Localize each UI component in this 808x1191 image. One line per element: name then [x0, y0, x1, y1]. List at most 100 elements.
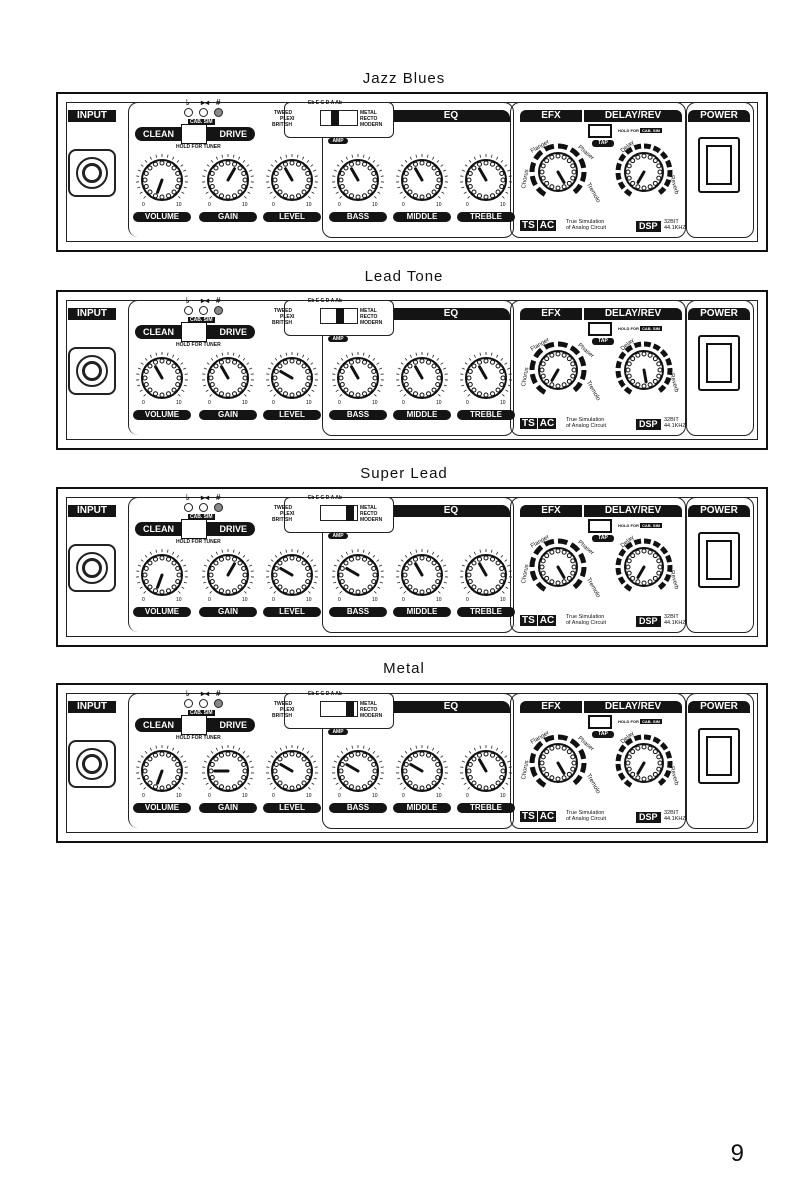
clean-drive-button[interactable]	[181, 715, 207, 735]
clean-drive-button[interactable]	[181, 124, 207, 144]
hold-for-label: HOLD FOR CAB. SIM	[618, 719, 663, 724]
svg-text:10: 10	[306, 597, 312, 603]
gain-label: GAIN	[199, 803, 257, 813]
clean-drive-button[interactable]	[181, 519, 207, 539]
amp-slider[interactable]	[320, 308, 358, 324]
volume-knob[interactable]: 0 10	[134, 152, 190, 208]
in-tune-icon: ▸◂	[201, 296, 210, 305]
tune-led	[199, 699, 208, 708]
amp-label: AMP	[328, 729, 348, 735]
power-header: POWER	[688, 308, 750, 320]
tap-button[interactable]	[588, 124, 612, 138]
amp-slider-thumb[interactable]	[346, 701, 354, 717]
modern-label: MODERN	[360, 320, 383, 326]
svg-text:0: 0	[142, 202, 145, 208]
power-switch[interactable]	[698, 335, 740, 391]
level-label: LEVEL	[263, 212, 321, 222]
delay-rev-knob[interactable]	[614, 340, 674, 405]
svg-text:10: 10	[372, 400, 378, 406]
efx-knob[interactable]	[528, 142, 588, 207]
amp-selector	[284, 102, 394, 138]
delay-rev-knob[interactable]	[614, 142, 674, 207]
metal-label: METAL	[360, 308, 377, 314]
tap-button[interactable]	[588, 715, 612, 729]
tweed-label: TWEED	[274, 308, 293, 314]
input-jack-icon[interactable]	[68, 347, 116, 395]
svg-text:10: 10	[500, 400, 506, 406]
page-number: 9	[730, 1140, 744, 1167]
power-header: POWER	[688, 701, 750, 713]
delay-dial-icon	[615, 143, 673, 197]
input-jack-icon[interactable]	[68, 544, 116, 592]
clean-drive-button[interactable]	[181, 322, 207, 342]
flat-symbol: ♭	[186, 493, 190, 502]
amp-slider-thumb[interactable]	[336, 308, 344, 324]
power-switch[interactable]	[698, 532, 740, 588]
efx-knob[interactable]	[528, 733, 588, 798]
svg-text:0: 0	[466, 400, 469, 406]
delay-rev-knob[interactable]	[614, 537, 674, 602]
tap-label: TAP	[592, 140, 614, 147]
svg-text:10: 10	[176, 202, 182, 208]
treble-knob[interactable]: 0 10	[458, 350, 514, 406]
tap-label: TAP	[592, 731, 614, 738]
efx-knob[interactable]	[528, 537, 588, 602]
input-jack-icon[interactable]	[68, 149, 116, 197]
preset-title: Jazz Blues	[362, 70, 446, 87]
svg-text:0: 0	[208, 793, 211, 799]
amp-slider[interactable]	[320, 110, 358, 126]
svg-text:0: 0	[402, 793, 405, 799]
level-label: LEVEL	[263, 410, 321, 420]
input-jack-icon[interactable]	[68, 740, 116, 788]
svg-text:10: 10	[500, 597, 506, 603]
amp-slider[interactable]	[320, 701, 358, 717]
efx-knob[interactable]	[528, 340, 588, 405]
plexi-label: PLEXI	[280, 707, 295, 713]
svg-text:0: 0	[142, 597, 145, 603]
tuning-labels: Eb E G D A Ab	[308, 495, 342, 501]
amp-slider[interactable]	[320, 505, 358, 521]
tap-button[interactable]	[588, 322, 612, 336]
efx-dial-icon	[529, 341, 587, 395]
amp-slider-thumb[interactable]	[346, 505, 354, 521]
amp-slider-thumb[interactable]	[331, 110, 339, 126]
power-switch[interactable]	[698, 137, 740, 193]
tap-button[interactable]	[588, 519, 612, 533]
sharp-symbol: #	[216, 689, 221, 698]
power-switch[interactable]	[698, 728, 740, 784]
delay-rev-knob[interactable]	[614, 733, 674, 798]
